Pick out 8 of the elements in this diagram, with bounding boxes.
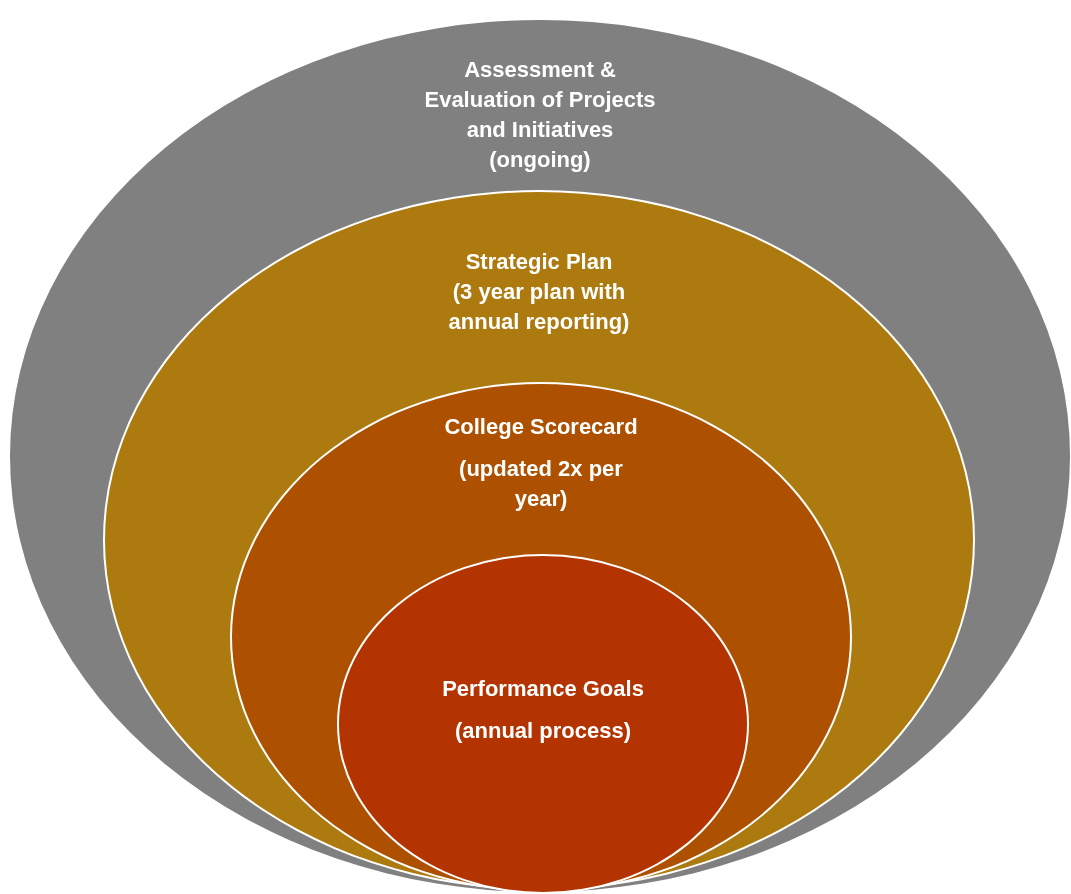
ellipse-heading: Assessment & Evaluation of Projects and Initiatives [423,56,657,144]
ellipse-heading: College Scorecard [443,413,639,441]
ellipse-heading: Strategic Plan [464,248,614,276]
ellipse-subtitle: (updated 2x per year) [458,455,624,513]
ellipse-subtitle: (3 year plan with annual reporting) [447,278,631,336]
ellipse-subtitle: (ongoing) [488,146,592,174]
ellipse-heading: Performance Goals [441,675,645,703]
ellipse-subtitle: (annual process) [453,717,632,745]
